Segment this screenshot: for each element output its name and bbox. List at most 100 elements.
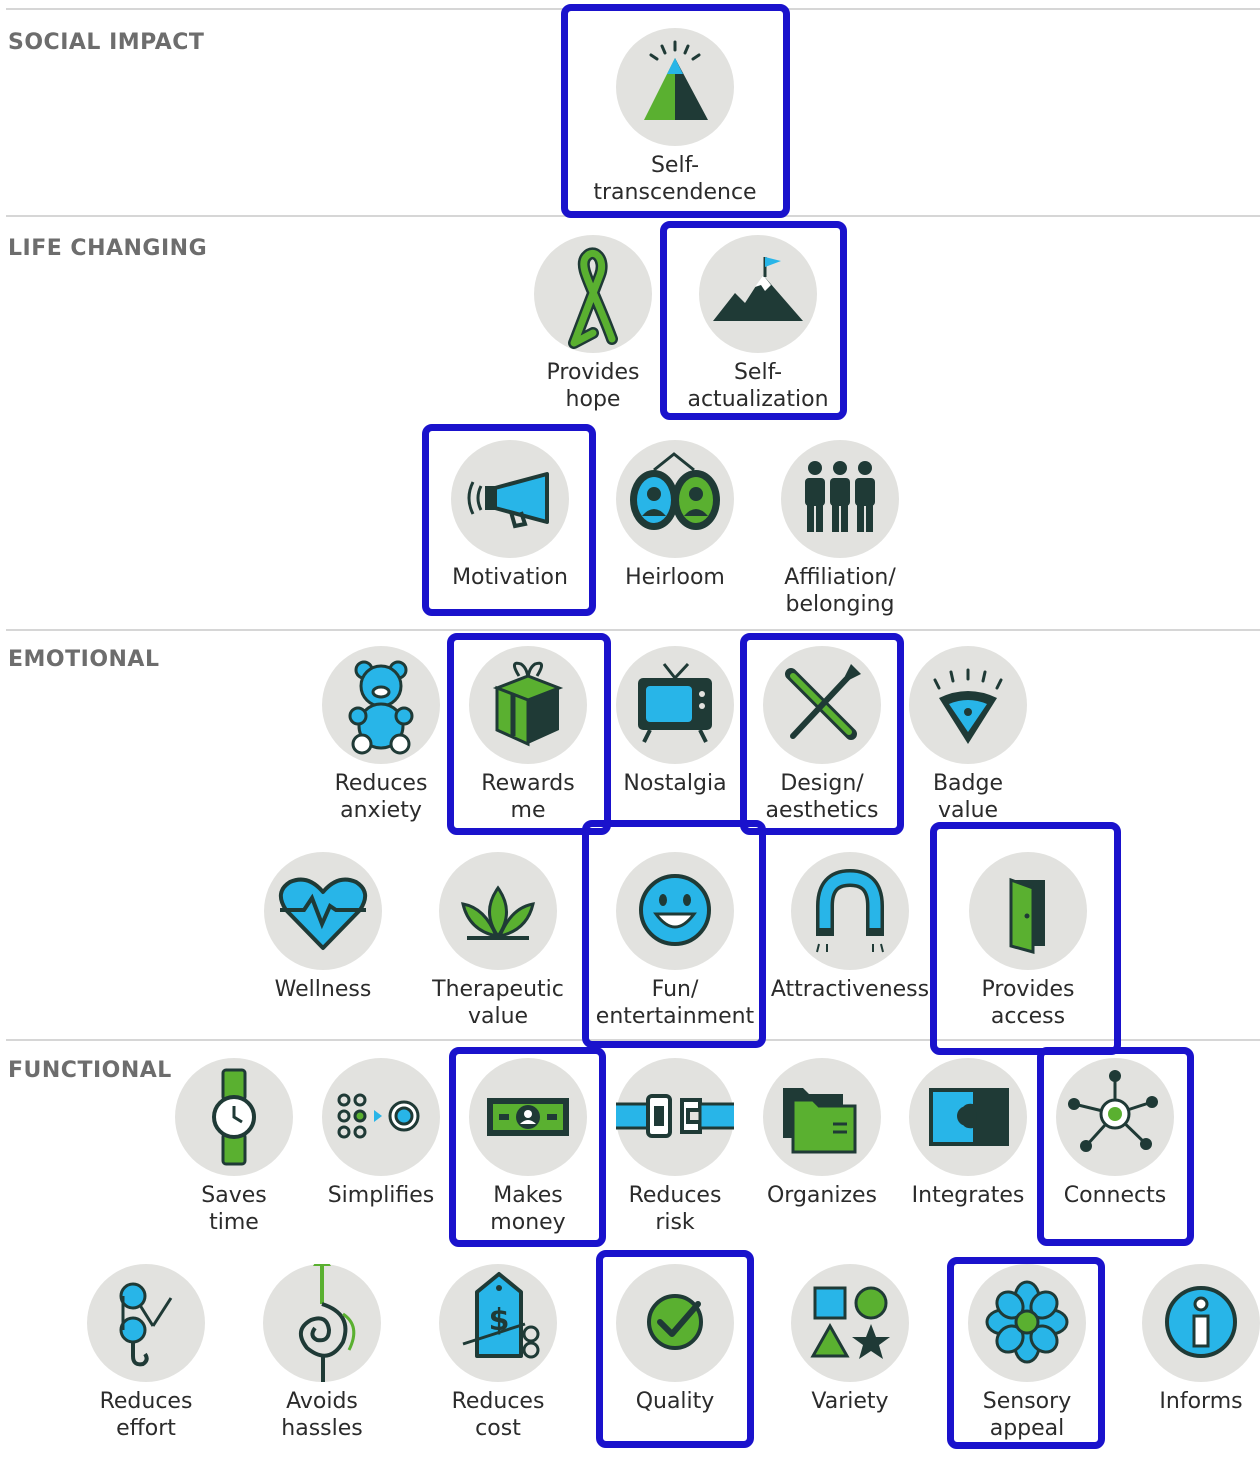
value-wellness: Wellness (243, 852, 403, 1062)
value-label: Badge value (932, 771, 1004, 823)
section-label-functional: FUNCTIONAL (8, 1058, 172, 1083)
value-label: Therapeutic value (432, 977, 564, 1029)
badge-icon (909, 646, 1027, 764)
puzzle-icon (909, 1058, 1027, 1176)
heart-pulse-icon (264, 852, 382, 970)
shapes-icon (791, 1264, 909, 1382)
value-label: Makes money (490, 1183, 566, 1235)
value-informs: Informs (1121, 1264, 1260, 1474)
value-label: Reduces anxiety (334, 771, 428, 823)
value-organizes: Organizes (742, 1058, 902, 1268)
value-label: Integrates (911, 1183, 1025, 1208)
value-therapeutic-value: Therapeutic value (418, 852, 578, 1062)
value-reduces-anxiety: Reduces anxiety (301, 646, 461, 856)
value-nostalgia: Nostalgia (595, 646, 755, 856)
magnet-icon (791, 852, 909, 970)
highlight-box (947, 1257, 1105, 1449)
value-label: Reduces cost (451, 1389, 545, 1441)
section-divider (6, 1039, 1260, 1041)
section-label-life-changing: LIFE CHANGING (8, 236, 208, 261)
pulley-hook-icon (87, 1264, 205, 1382)
value-label: Variety (811, 1389, 889, 1414)
value-label: Informs (1159, 1389, 1243, 1414)
value-label: Saves time (201, 1183, 267, 1235)
value-attractiveness: Attractiveness (770, 852, 930, 1062)
highlight-box (930, 822, 1121, 1055)
value-reduces-effort: Reduces effort (66, 1264, 226, 1474)
value-label: Connects (1063, 1183, 1167, 1208)
dots-target-icon (322, 1058, 440, 1176)
highlight-box (596, 1250, 754, 1448)
highlight-box (561, 4, 790, 218)
tv-icon (616, 646, 734, 764)
value-motivation: Motivation (430, 440, 590, 650)
value-label: Self- transcendence (593, 153, 757, 205)
value-label: Rewards me (481, 771, 575, 823)
value-label: Motivation (452, 565, 568, 590)
ribbon-icon (534, 235, 652, 353)
value-label: Wellness (274, 977, 372, 1002)
megaphone-icon (451, 440, 569, 558)
value-label: Nostalgia (623, 771, 727, 796)
value-provides-access: Provides access (948, 852, 1108, 1062)
value-avoids-hassles: Avoids hassles (242, 1264, 402, 1474)
section-label-social-impact: SOCIAL IMPACT (8, 30, 205, 55)
value-rewards-me: Rewards me (448, 646, 608, 856)
value-variety: Variety (770, 1264, 930, 1474)
highlight-box (660, 221, 847, 420)
value-integrates: Integrates (888, 1058, 1048, 1268)
value-label: Heirloom (625, 565, 725, 590)
value-label: Provides hope (546, 360, 640, 412)
lotus-icon (439, 852, 557, 970)
smiley-icon (616, 852, 734, 970)
info-icon (1142, 1264, 1260, 1382)
value-label: Fun/ entertainment (595, 977, 755, 1029)
value-provides-hope: Provides hope (513, 235, 673, 445)
value-label: Attractiveness (770, 977, 930, 1002)
value-label: Avoids hassles (281, 1389, 363, 1441)
pencil-brush-icon (763, 646, 881, 764)
section-divider (6, 629, 1260, 631)
highlight-box (740, 633, 904, 835)
teddy-bear-icon (322, 646, 440, 764)
value-label: Organizes (766, 1183, 878, 1208)
watch-icon (175, 1058, 293, 1176)
value-label: Reduces effort (99, 1389, 193, 1441)
value-sensory-appeal: Sensory appeal (947, 1264, 1107, 1474)
value-label: Simplifies (327, 1183, 435, 1208)
value-heirloom: Heirloom (595, 440, 755, 650)
pyramid-icon (616, 28, 734, 146)
value-label: Self- actualization (687, 360, 829, 412)
value-makes-money: Makes money (448, 1058, 608, 1268)
value-simplifies: Simplifies (301, 1058, 461, 1268)
value-reduces-risk: Reduces risk (595, 1058, 755, 1268)
value-reduces-cost: $ Reduces cost (418, 1264, 578, 1474)
highlight-box (582, 820, 766, 1048)
value-label: Design/ aesthetics (765, 771, 879, 823)
value-label: Reduces risk (628, 1183, 722, 1235)
folders-icon (763, 1058, 881, 1176)
highlight-box (422, 424, 596, 616)
highlight-box (447, 633, 611, 835)
mountain-flag-icon (699, 235, 817, 353)
price-tag-scissors-icon: $ (439, 1264, 557, 1382)
section-label-emotional: EMOTIONAL (8, 647, 160, 672)
value-self-actualization: Self- actualization (678, 235, 838, 445)
checkmark-icon (616, 1264, 734, 1382)
value-label: Quality (635, 1389, 715, 1414)
value-label: Affiliation/ belonging (784, 565, 896, 617)
seatbelt-icon (616, 1058, 734, 1176)
door-icon (969, 852, 1087, 970)
value-label: Provides access (981, 977, 1075, 1029)
value-quality: Quality (595, 1264, 755, 1474)
network-icon (1056, 1058, 1174, 1176)
highlight-box (1037, 1047, 1194, 1246)
banknote-icon (469, 1058, 587, 1176)
value-affiliation-belonging: Affiliation/ belonging (760, 440, 920, 650)
value-saves-time: Saves time (154, 1058, 314, 1268)
value-badge-value: Badge value (888, 646, 1048, 856)
group-icon (781, 440, 899, 558)
value-design-aesthetics: Design/ aesthetics (742, 646, 902, 856)
tangle-arrow-icon (263, 1264, 381, 1382)
gift-icon (469, 646, 587, 764)
